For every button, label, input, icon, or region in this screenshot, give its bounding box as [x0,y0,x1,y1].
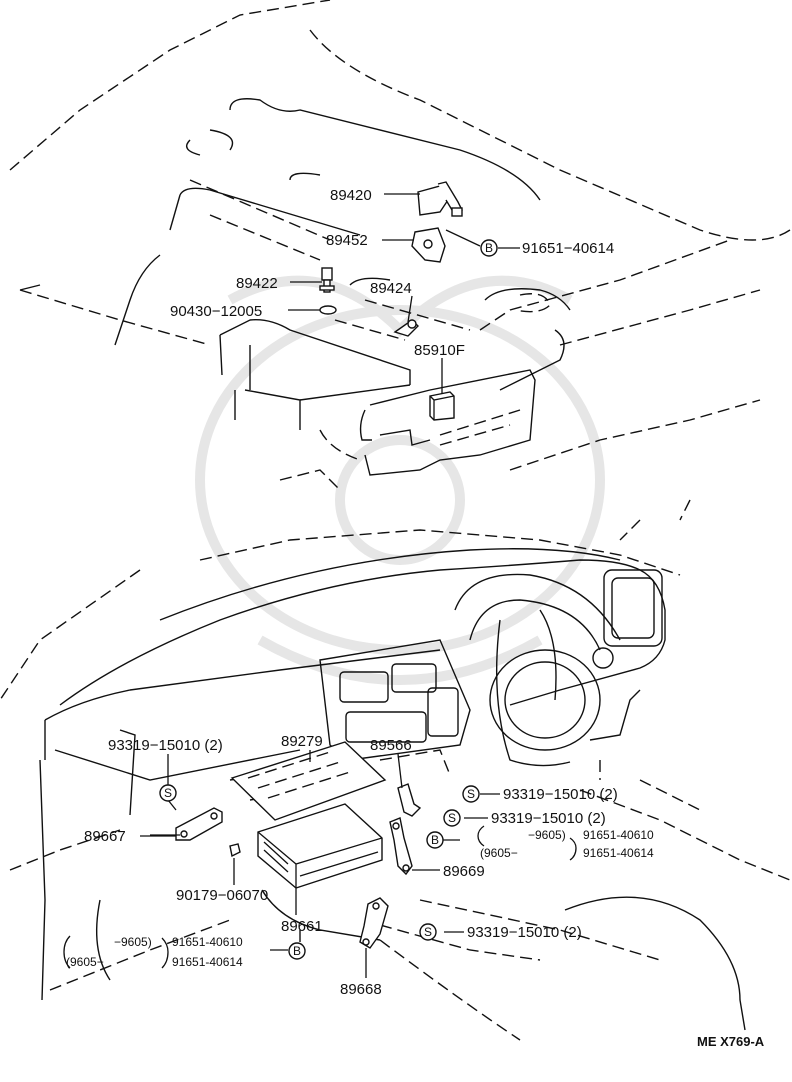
label-90179-06070: 90179−06070 [176,887,268,904]
label-89566: 89566 [370,737,412,754]
label-l-9605-end: −9605) [114,935,152,949]
screw-symbol-left: S [159,784,177,802]
label-r-9605-end: −9605) [528,828,566,842]
bolt-b-glyph: B [485,241,493,255]
label-89668: 89668 [340,981,382,998]
label-89424: 89424 [370,280,412,297]
screw-symbol-lower: S [419,923,437,941]
watermark-emblem [195,275,605,685]
label-r-91651-40610: 91651-40610 [583,828,654,842]
label-89422: 89422 [236,275,278,292]
label-93319-15010-a: 93319−15010 (2) [108,737,223,754]
engine-bay-outline [9,0,791,491]
brace-left [63,935,169,969]
label-r-9605-start: (9605− [480,846,518,860]
label-l-91651-40614: 91651-40614 [172,955,243,969]
label-89452: 89452 [326,232,368,249]
part-labels: 89420 89452 91651−40614 89422 89424 9043… [66,187,765,1049]
part-89452-bracket [411,227,446,263]
screw-s-glyph: S [448,811,456,825]
part-89668-bracket [359,897,389,949]
part-89669-bracket [389,817,413,876]
part-90430-gasket [319,305,337,315]
leader-lines [140,193,520,978]
part-89420-sensor [417,181,463,217]
screw-symbol-right-b: S [443,809,461,827]
label-r-91651-40614: 91651-40614 [583,846,654,860]
part-89424-sensor [393,319,419,337]
part-90179-nut [229,843,241,858]
bolt-b-glyph: B [293,944,301,958]
part-89566-bracket [397,783,422,817]
label-93319-15010-d: 93319−15010 (2) [467,924,582,941]
label-89669: 89669 [443,863,485,880]
label-l-91651-40610: 91651-40610 [172,935,243,949]
label-93319-15010-b: 93319−15010 (2) [503,786,618,803]
label-89661: 89661 [281,918,323,935]
diagram-code: ME X769-A [697,1034,765,1049]
dashboard-outline [0,499,791,1041]
part-89279-insulator [230,741,387,821]
bolt-symbol-right: B [426,831,444,849]
screw-s-glyph: S [164,786,172,800]
bolt-symbol-top: B [480,239,498,257]
label-89279: 89279 [281,733,323,750]
label-91651-40614-top: 91651−40614 [522,240,614,257]
bolt-b-glyph: B [431,833,439,847]
part-89661-computer [257,803,383,889]
part-89422-sensor [319,267,335,293]
label-l-9605-start: (9605− [66,955,104,969]
part-89667-bracket [175,807,223,841]
brace-right [477,825,577,861]
label-90430-12005: 90430−12005 [170,303,262,320]
label-89667: 89667 [84,828,126,845]
label-89420: 89420 [330,187,372,204]
bolt-symbol-left: B [288,942,306,960]
part-85910F-relay [429,391,455,421]
label-85910F: 85910F [414,342,465,359]
screw-s-glyph: S [424,925,432,939]
screw-s-glyph: S [467,787,475,801]
label-93319-15010-c: 93319−15010 (2) [491,810,606,827]
screw-symbol-right-a: S [462,785,480,803]
